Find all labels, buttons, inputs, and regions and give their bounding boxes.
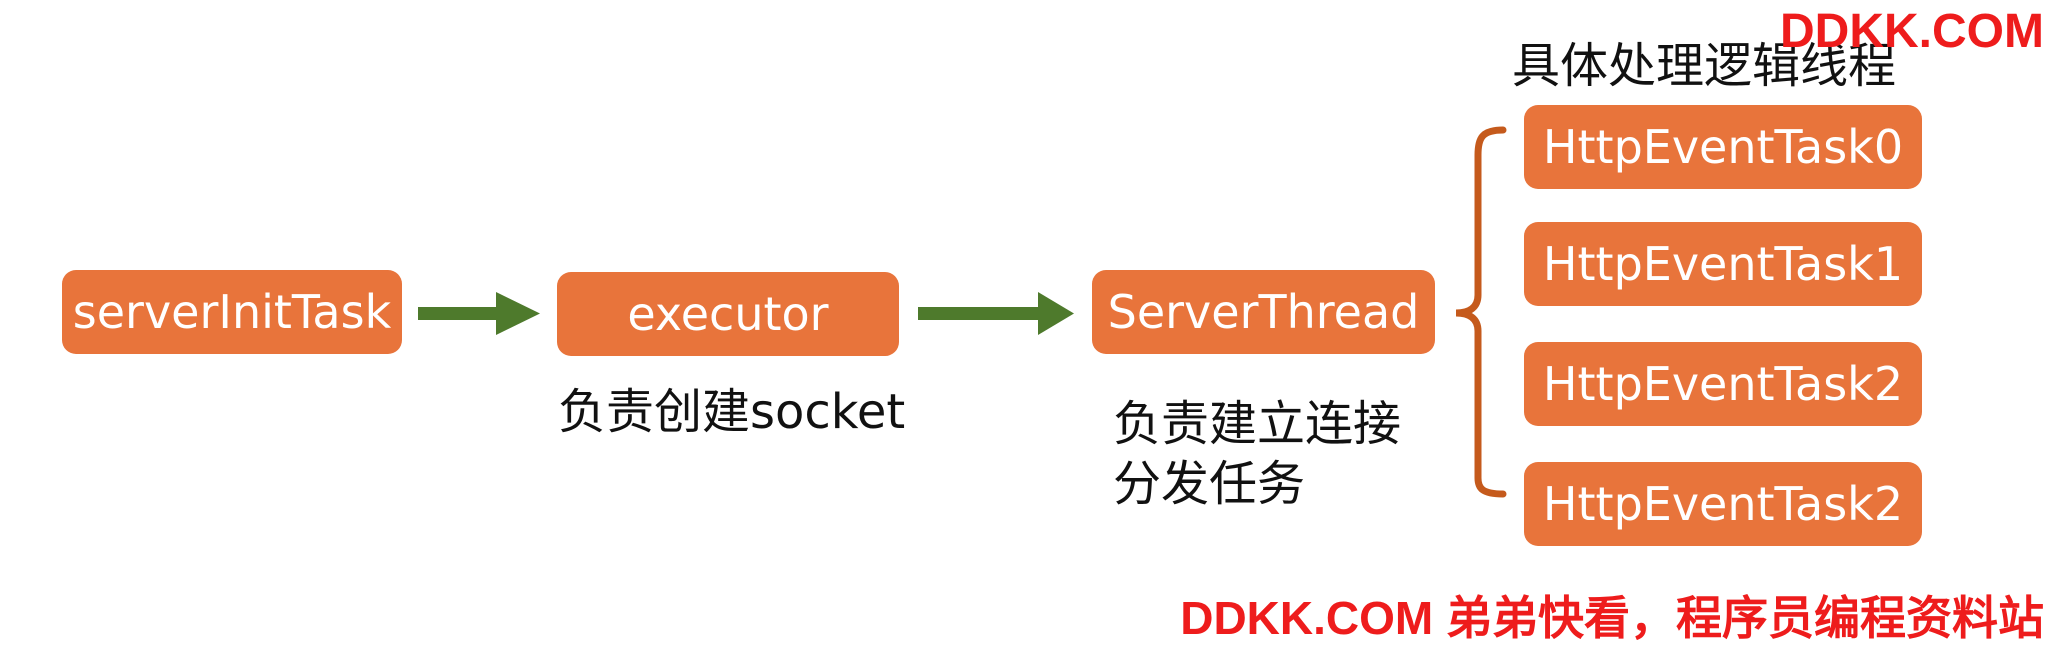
task-label: HttpEventTask2 [1542,477,1904,531]
server-init-task-node: serverInitTask [62,270,402,354]
task-label: HttpEventTask1 [1542,237,1904,291]
executor-description: 负责创建socket [558,384,906,440]
arrow-executor-to-serverthread [918,292,1074,335]
executor-node: executor [557,272,899,356]
task-node-2: HttpEventTask2 [1524,342,1922,426]
server-thread-description-line2: 分发任务 [1113,456,1306,512]
server-thread-node: ServerThread [1092,270,1435,354]
server-thread-label: ServerThread [1107,285,1420,339]
server-thread-description-line1: 负责建立连接 [1113,396,1402,452]
task-node-3: HttpEventTask2 [1524,462,1922,546]
server-init-task-label: serverInitTask [72,285,392,339]
tasks-title: 具体处理逻辑线程 [1512,38,1897,94]
arrow-init-to-executor [418,292,540,335]
task-node-1: HttpEventTask1 [1524,222,1922,306]
brace [1455,126,1507,498]
watermark-bottom: DDKK.COM 弟弟快看，程序员编程资料站 [1180,592,2044,644]
task-node-0: HttpEventTask0 [1524,105,1922,189]
executor-label: executor [627,287,829,341]
watermark-top: DDKK.COM [1780,5,2044,58]
task-label: HttpEventTask2 [1542,357,1904,411]
task-label: HttpEventTask0 [1542,120,1904,174]
